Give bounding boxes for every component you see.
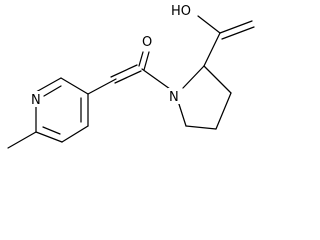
pyridine-n-label: N	[31, 93, 41, 108]
methyl-bond	[7, 131, 37, 149]
amide-n-background	[168, 88, 181, 104]
carbonyl-n-bond	[141, 68, 171, 90]
carbonyl-double-bond-b	[114, 70, 142, 84]
ring-bond-c4-c5	[61, 125, 89, 143]
pyrrolidine-bond-c5-n	[177, 100, 187, 127]
pyrrolidine-bond-c2-c3	[203, 65, 232, 94]
acid-carbonyl-bond-a	[219, 20, 253, 34]
structure-diagram: HO O N N	[7, 2, 255, 149]
acid-oh-bond	[197, 15, 221, 34]
bonds	[7, 15, 255, 149]
acid-carbon-bond	[203, 32, 221, 67]
ring-bond-n-c2	[35, 77, 62, 93]
acid-oh-background	[170, 2, 195, 18]
pyrrolidine-bond-c3-c4	[215, 92, 232, 130]
pyridine-n-background	[30, 91, 43, 107]
ring-bond-c2-c3	[60, 77, 89, 95]
carbonyl-o-background	[141, 33, 154, 49]
amide-n-label: N	[169, 90, 179, 105]
ring-bond-c5-c6	[35, 131, 63, 143]
ring-bond-n-c2-inner	[43, 85, 62, 97]
carbonyl-double-bond-a	[110, 64, 138, 78]
acid-oh-label: HO	[171, 4, 191, 19]
aryl-carbonyl-bond	[87, 78, 117, 95]
ring-bond-c5-c6-inner	[42, 126, 61, 135]
acid-carbonyl-bond-b	[221, 26, 255, 40]
pyrrolidine-bond-n-c2	[182, 65, 205, 89]
atom-labels: HO O N N	[30, 2, 195, 108]
carbonyl-o-bond-a	[138, 51, 144, 67]
carbonyl-o-bond-b	[143, 51, 150, 71]
carbonyl-o-label: O	[142, 35, 152, 50]
pyrrolidine-bond-c4-c5	[185, 125, 217, 130]
